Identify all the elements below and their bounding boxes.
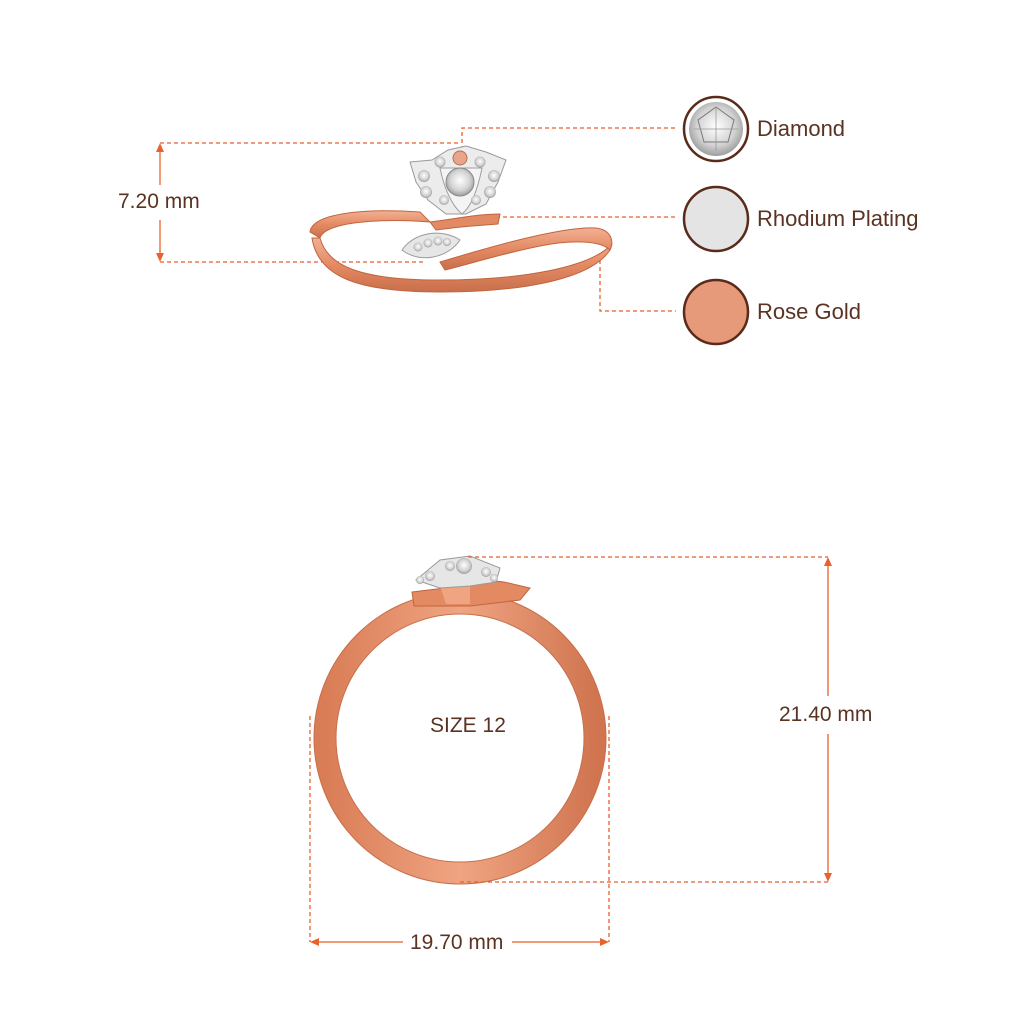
ring-front-view [313,555,607,885]
ring-size-label: SIZE 12 [430,714,506,737]
top-height-dimension [156,142,460,263]
legend-leader-lines [461,127,676,312]
front-height-dimension [460,556,832,883]
front-width-dimension [309,716,610,946]
rose-gold-swatch [682,278,750,346]
legend-label-rose-gold: Rose Gold [757,299,861,324]
rhodium-swatch [682,185,750,253]
legend-label-rhodium: Rhodium Plating [757,206,919,231]
front-width-label: 19.70 mm [410,931,504,954]
diamond-icon [682,95,750,163]
ring-top-view [309,145,613,293]
top-height-label: 7.20 mm [118,190,200,213]
front-height-label: 21.40 mm [779,703,873,726]
legend-label-diamond: Diamond [757,116,846,141]
